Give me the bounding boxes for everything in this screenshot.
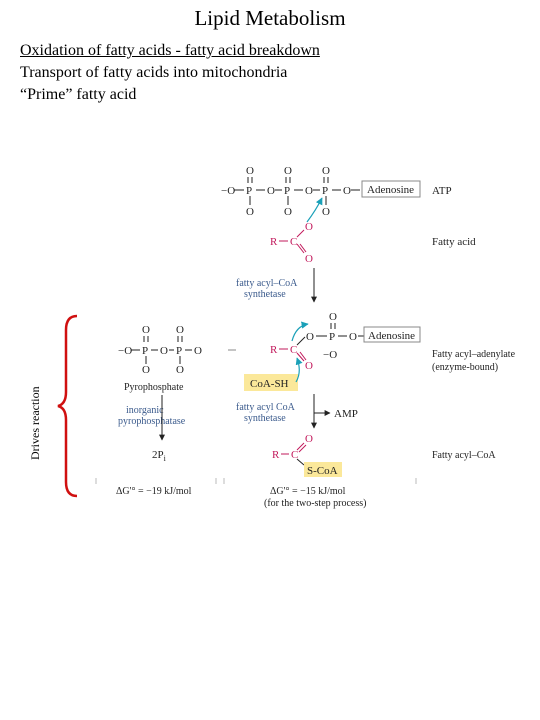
svg-text:P: P <box>176 345 182 357</box>
atp-label: ATP <box>432 185 452 197</box>
adenylate-label-1: Fatty acyl–adenylate <box>432 349 516 360</box>
svg-text:Adenosine: Adenosine <box>368 330 415 342</box>
delta-g-2-note: (for the two-step process) <box>264 498 366 509</box>
svg-text:O: O <box>267 185 275 197</box>
enzyme-1-line1: fatty acyl–CoA <box>236 278 298 289</box>
svg-text:O: O <box>194 345 202 357</box>
svg-text:R: R <box>270 236 278 248</box>
svg-text:O: O <box>305 253 313 265</box>
attack-arrow-1 <box>306 197 323 223</box>
svg-text:O: O <box>305 433 313 445</box>
adenylate-label-2: (enzyme-bound) <box>432 362 498 373</box>
svg-text:P: P <box>142 345 148 357</box>
svg-text:O: O <box>305 185 313 197</box>
svg-text:P: P <box>284 185 290 197</box>
svg-text:O: O <box>322 206 330 218</box>
svg-text:O: O <box>305 221 313 233</box>
svg-text:O: O <box>329 311 337 323</box>
svg-text:O: O <box>160 345 168 357</box>
red-brace <box>57 314 78 498</box>
svg-text:R: R <box>270 344 278 356</box>
svg-text:O: O <box>246 165 254 177</box>
delta-g-2: ΔG'° = −15 kJ/mol <box>270 486 346 497</box>
acyl-coa-label: Fatty acyl–CoA <box>432 450 496 461</box>
svg-text:C: C <box>291 449 298 461</box>
svg-text:−O: −O <box>118 345 132 357</box>
pyrophosphate-label: Pyrophosphate <box>124 382 184 393</box>
scoa-highlight <box>304 462 342 477</box>
scoa-label: S-CoA <box>307 465 338 477</box>
svg-text:O: O <box>142 324 150 336</box>
amp-label: AMP <box>334 408 358 420</box>
bullet-prime: “Prime” fatty acid <box>20 86 137 103</box>
svg-text:R: R <box>272 449 280 461</box>
svg-text:C: C <box>290 344 297 356</box>
svg-text:P: P <box>246 185 252 197</box>
coash-highlight <box>244 374 298 391</box>
acyl-adenylate-molecule: R C O O P O −O O Adenosine <box>270 311 421 372</box>
attack-arrow-3 <box>295 357 303 383</box>
svg-text:O: O <box>305 360 313 372</box>
svg-text:O: O <box>322 165 330 177</box>
pyrophosphate-molecule: −O P O P O O O O O <box>118 324 202 376</box>
fatty-acid-molecule: R C O O <box>270 221 313 265</box>
svg-text:−O: −O <box>221 185 235 197</box>
svg-text:P: P <box>329 331 335 343</box>
acyl-coa-molecule: R C O <box>272 433 313 466</box>
bullet-oxidation: Oxidation of fatty acids - fatty acid br… <box>20 42 320 59</box>
fatty-acid-label: Fatty acid <box>432 236 476 248</box>
coash-label: CoA-SH <box>250 378 289 390</box>
pyrophosphatase-line2: pyrophosphatase <box>118 416 186 427</box>
svg-text:P: P <box>322 185 328 197</box>
enzyme-2-line1: fatty acyl CoA <box>236 402 296 413</box>
two-pi-label: 2Pi <box>152 449 167 463</box>
svg-text:−O: −O <box>323 349 337 361</box>
svg-text:O: O <box>306 331 314 343</box>
svg-text:O: O <box>176 364 184 376</box>
delta-g-1: ΔG'° = −19 kJ/mol <box>116 486 192 497</box>
pyrophosphatase-line1: inorganic <box>126 405 164 416</box>
atp-molecule: −O P O P O P O O O O O O O Adenosine <box>221 165 421 218</box>
svg-text:C: C <box>290 236 297 248</box>
svg-text:Adenosine: Adenosine <box>367 184 414 196</box>
svg-text:O: O <box>142 364 150 376</box>
attack-arrow-2 <box>291 321 309 342</box>
enzyme-2-line2: synthetase <box>244 413 286 424</box>
enzyme-1-line2: synthetase <box>244 289 286 300</box>
svg-text:O: O <box>176 324 184 336</box>
svg-text:O: O <box>284 165 292 177</box>
slide-title: Lipid Metabolism <box>194 6 346 30</box>
svg-text:O: O <box>246 206 254 218</box>
bullet-transport: Transport of fatty acids into mitochondr… <box>20 64 288 81</box>
svg-text:O: O <box>343 185 351 197</box>
svg-text:O: O <box>284 206 292 218</box>
svg-text:O: O <box>349 331 357 343</box>
